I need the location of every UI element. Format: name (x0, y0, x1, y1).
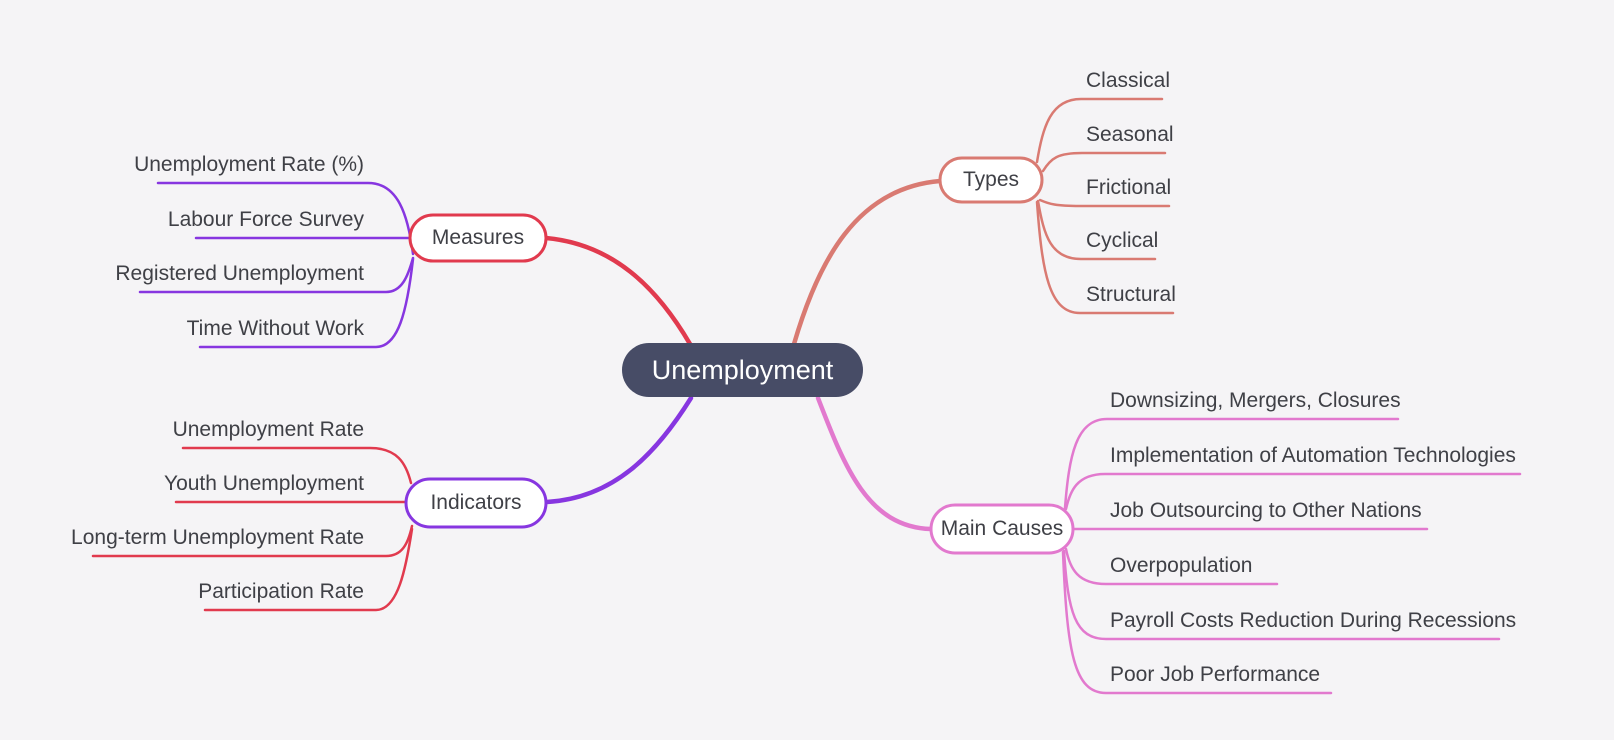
leaf-label-main-causes-1[interactable]: Implementation of Automation Technologie… (1110, 444, 1516, 467)
branch-link-main-causes (815, 395, 934, 532)
leaf-label-measures-2[interactable]: Registered Unemployment (115, 262, 364, 285)
leaf-link-main-causes-4 (1062, 549, 1501, 641)
leaf-link-types-3 (1036, 199, 1157, 261)
leaf-link-measures-3 (198, 257, 415, 349)
leaf-label-indicators-1[interactable]: Youth Unemployment (163, 472, 364, 495)
leaf-label-main-causes-4[interactable]: Payroll Costs Reduction During Recession… (1110, 609, 1517, 632)
root-node[interactable] (622, 343, 863, 397)
leaf-label-measures-1[interactable]: Labour Force Survey (167, 208, 364, 231)
leaf-link-types-2 (1038, 198, 1171, 208)
leaf-label-measures-3[interactable]: Time Without Work (186, 317, 364, 340)
branch-node-types[interactable] (938, 156, 1044, 204)
branch-node-main-causes[interactable] (929, 503, 1075, 555)
leaf-link-types-4 (1035, 200, 1175, 315)
leaf-label-main-causes-0[interactable]: Downsizing, Mergers, Closures (1110, 389, 1401, 412)
leaf-label-indicators-0[interactable]: Unemployment Rate (172, 418, 364, 441)
leaf-link-indicators-0 (181, 446, 413, 485)
branch-link-types (791, 178, 943, 347)
leaf-label-types-0[interactable]: Classical (1086, 69, 1171, 92)
leaf-link-main-causes-3 (1064, 547, 1279, 586)
leaf-label-types-1[interactable]: Seasonal (1086, 123, 1174, 146)
leaf-label-indicators-2[interactable]: Long-term Unemployment Rate (71, 526, 364, 549)
leaf-label-types-2[interactable]: Frictional (1086, 176, 1172, 199)
root-label[interactable]: Unemployment (651, 355, 834, 385)
leaf-link-main-causes-1 (1064, 472, 1522, 511)
leaf-link-indicators-3 (203, 527, 414, 612)
leaf-label-main-causes-5[interactable]: Poor Job Performance (1110, 663, 1321, 686)
leaf-label-types-3[interactable]: Cyclical (1086, 229, 1159, 252)
leaf-link-types-1 (1041, 151, 1167, 173)
branch-node-measures[interactable] (408, 213, 548, 263)
branch-link-indicators (544, 395, 694, 505)
leaf-link-types-0 (1035, 97, 1164, 164)
leaf-link-main-causes-5 (1061, 550, 1333, 695)
leaf-label-main-causes-2[interactable]: Job Outsourcing to Other Nations (1110, 499, 1422, 522)
branch-label-types[interactable]: Types (962, 168, 1020, 191)
branch-label-measures[interactable]: Measures (431, 226, 525, 249)
leaf-label-measures-0[interactable]: Unemployment Rate (%) (134, 153, 364, 176)
branch-label-indicators[interactable]: Indicators (430, 491, 522, 514)
branch-node-indicators[interactable] (404, 477, 548, 529)
leaf-label-main-causes-3[interactable]: Overpopulation (1110, 554, 1253, 577)
leaf-link-main-causes-0 (1063, 417, 1400, 510)
leaf-label-types-4[interactable]: Structural (1086, 283, 1176, 306)
branch-label-main-causes[interactable]: Main Causes (940, 517, 1064, 540)
leaf-label-indicators-3[interactable]: Participation Rate (198, 580, 364, 603)
branch-link-measures (543, 235, 693, 347)
